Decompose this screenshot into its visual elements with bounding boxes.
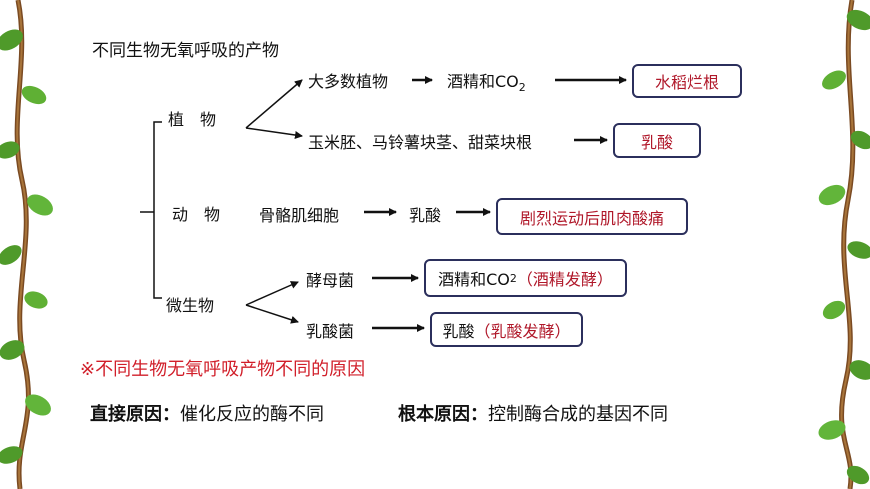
reason-heading: ※不同生物无氧呼吸产物不同的原因 (80, 359, 366, 380)
group-animal: 动 物 (172, 205, 221, 224)
product-alcohol-co2: 酒精和CO2 (447, 72, 526, 95)
source-most-plants: 大多数植物 (308, 72, 389, 91)
source-corn-potato-beet: 玉米胚、马铃薯块茎、甜菜块根 (308, 133, 533, 152)
product-lactic-acid: 乳酸 (409, 206, 442, 225)
group-plant: 植 物 (168, 110, 217, 129)
direct-reason-text: 催化反应的酶不同 (180, 404, 324, 425)
root-reason-label: 根本原因： (398, 404, 488, 425)
direct-reason-label: 直接原因： (90, 404, 180, 425)
direct-reason: 直接原因：催化反应的酶不同 (90, 400, 324, 426)
source-lactobacillus: 乳酸菌 (306, 322, 355, 341)
example-muscle-soreness: 剧烈运动后肌肉酸痛 (496, 198, 688, 235)
example-rice-root-rot: 水稻烂根 (632, 64, 742, 98)
right-vine-decoration (818, 0, 870, 489)
plant-fork-upper (245, 79, 303, 129)
diagram-title: 不同生物无氧呼吸的产物 (92, 41, 279, 61)
source-yeast: 酵母菌 (306, 271, 355, 290)
microbe-fork-upper (245, 281, 299, 306)
group-microbe: 微生物 (166, 296, 215, 315)
root-reason-text: 控制酶合成的基因不同 (488, 404, 668, 425)
root-reason: 根本原因：控制酶合成的基因不同 (398, 400, 668, 426)
plant-fork-lower (245, 127, 303, 139)
main-bracket (153, 121, 162, 299)
left-vine-decoration (0, 0, 53, 489)
example-lactic-acid: 乳酸 (613, 123, 701, 158)
source-skeletal-muscle: 骨骼肌细胞 (259, 206, 340, 225)
box-lactic-fermentation: 乳酸（乳酸发酵） (430, 312, 583, 347)
microbe-fork-lower (245, 304, 299, 324)
